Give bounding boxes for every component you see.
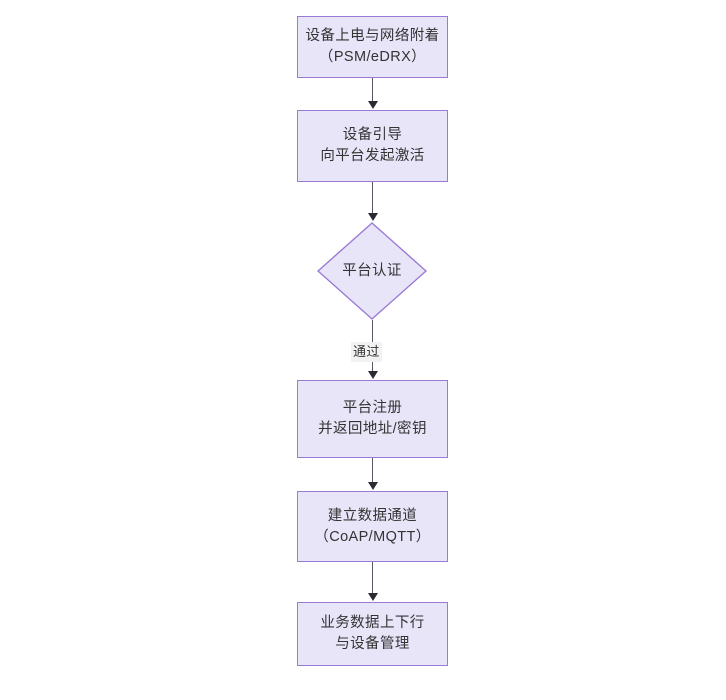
arrowhead-icon	[367, 371, 378, 379]
node-text-line2: 向平台发起激活	[320, 148, 425, 164]
node-text-line1: 平台注册	[342, 400, 403, 416]
flow-node-device-power-on[interactable]: 设备上电与网络附着 （PSM/eDRX）	[297, 16, 448, 78]
node-text-line2: 与设备管理	[335, 636, 410, 652]
node-text-line1: 设备引导	[342, 127, 403, 143]
flow-node-business-data-and-device-management[interactable]: 业务数据上下行 与设备管理	[297, 602, 448, 666]
node-text-line1: 业务数据上下行	[320, 615, 425, 631]
connector-line	[372, 78, 374, 102]
node-text-line2: （CoAP/MQTT）	[314, 528, 431, 545]
arrowhead-icon	[367, 213, 378, 221]
node-text-line1: 设备上电与网络附着	[305, 28, 440, 44]
arrowhead-icon	[367, 101, 378, 109]
flow-node-platform-auth-decision[interactable]: 平台认证	[317, 222, 427, 320]
node-text-line2: 并返回地址/密钥	[318, 421, 427, 437]
flow-node-device-bootstrap[interactable]: 设备引导 向平台发起激活	[297, 110, 448, 182]
diamond-shape-icon	[317, 222, 427, 320]
node-text-line1: 平台认证	[342, 262, 402, 279]
arrowhead-icon	[367, 482, 378, 490]
connector-line	[372, 182, 374, 214]
connector-line	[372, 458, 374, 483]
edge-label-pass: 通过	[351, 342, 382, 362]
flow-node-platform-register[interactable]: 平台注册 并返回地址/密钥	[297, 380, 448, 458]
flow-node-establish-data-channel[interactable]: 建立数据通道 （CoAP/MQTT）	[297, 491, 448, 562]
arrowhead-icon	[367, 593, 378, 601]
node-text-line2: （PSM/eDRX）	[318, 49, 427, 65]
connector-line	[372, 562, 374, 594]
node-text-line1: 建立数据通道	[327, 507, 418, 524]
